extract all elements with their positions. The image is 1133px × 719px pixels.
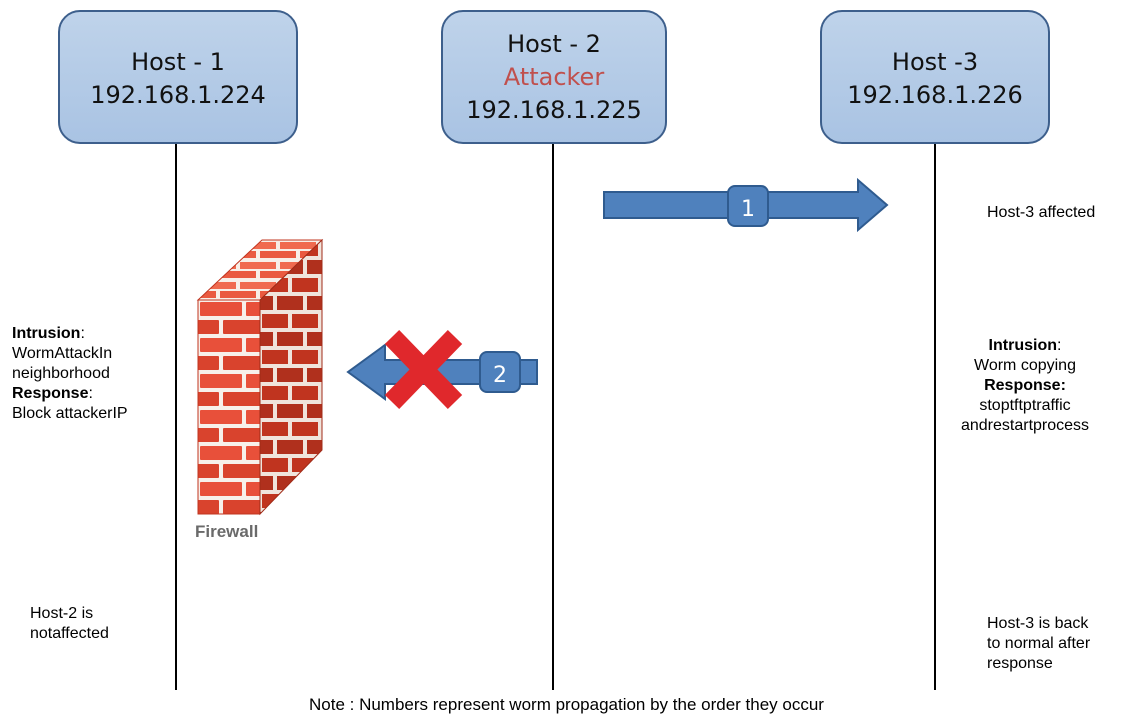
host-3-status-line-2: to normal after	[987, 635, 1091, 652]
arrow-2-number: 2	[493, 363, 507, 388]
firewall-icon	[196, 238, 324, 516]
arrow-2-badge	[479, 351, 521, 393]
arrow-1-number: 1	[741, 197, 755, 222]
host-3-intrusion-label: Intrusion	[988, 337, 1057, 354]
host-3-status-line-3: response	[987, 655, 1053, 672]
arrow-2	[346, 343, 538, 401]
host-1-intrusion-block: Intrusion: WormAttackIn neighborhood Res…	[12, 324, 128, 424]
host-3-response-line-1: stoptftptraffic	[979, 397, 1071, 414]
host-3-box: Host -3 192.168.1.226	[820, 10, 1050, 144]
lifeline-host-1	[175, 144, 177, 690]
arrow-1-badge	[727, 185, 769, 227]
host-1-response-text: Block attackerIP	[12, 405, 128, 422]
host-3-intrusion-block: Intrusion: Worm copying Response: stoptf…	[950, 336, 1100, 436]
host-1-intrusion-sep: :	[80, 325, 85, 342]
arrow-1	[603, 177, 889, 233]
host-3-intrusion-text: Worm copying	[974, 357, 1076, 374]
host-3-intrusion-heading: Intrusion:	[950, 336, 1100, 356]
host-3-intrusion-sep: :	[1056, 337, 1062, 354]
host-1-intrusion-line-2: neighborhood	[12, 365, 110, 382]
host-1-response-sep: :	[88, 385, 93, 402]
host-1-response-label: Response	[12, 385, 89, 402]
lifeline-host-2	[552, 144, 554, 690]
host-3-status: Host-3 is back to normal after response	[987, 614, 1090, 674]
host-3-status-line-1: Host-3 is back	[987, 615, 1089, 632]
host-1-status-line-2: notaffected	[30, 625, 109, 642]
host-1-response-heading: Response:	[12, 384, 128, 404]
host-1-status-line-1: Host-2 is	[30, 605, 94, 622]
host-3-name: Host -3	[891, 48, 979, 76]
lifeline-host-3	[934, 144, 936, 690]
host-2-role: Attacker	[503, 63, 605, 91]
host-1-intrusion-label: Intrusion	[12, 325, 81, 342]
host-1-status: Host-2 is notaffected	[30, 604, 109, 644]
host-2-ip: 192.168.1.225	[466, 96, 642, 124]
host-2-box: Host - 2 Attacker 192.168.1.225	[441, 10, 667, 144]
host-3-affected-text: Host-3 affected	[987, 204, 1096, 221]
host-1-ip: 192.168.1.224	[90, 81, 266, 109]
host-1-intrusion-heading: Intrusion:	[12, 324, 128, 344]
host-1-intrusion-line-1: WormAttackIn	[12, 345, 113, 362]
host-1-box: Host - 1 192.168.1.224	[58, 10, 298, 144]
host-3-response-label: Response:	[984, 377, 1066, 394]
firewall-label: Firewall	[195, 522, 258, 541]
footnote: Note : Numbers represent worm propagatio…	[309, 695, 824, 714]
host-3-ip: 192.168.1.226	[847, 81, 1023, 109]
host-1-name: Host - 1	[131, 48, 225, 76]
blocked-cross-icon	[384, 330, 463, 409]
host-3-response-line-2: andrestartprocess	[960, 417, 1090, 434]
host-2-name: Host - 2	[507, 30, 601, 58]
